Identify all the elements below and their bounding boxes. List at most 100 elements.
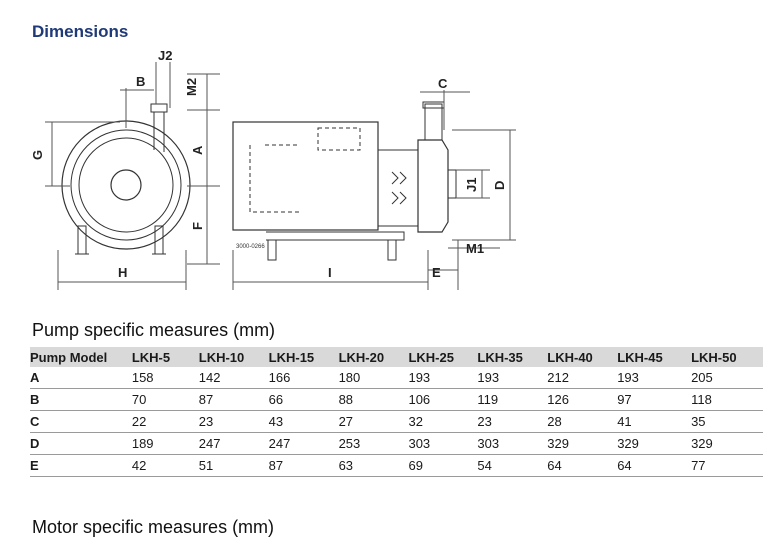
row-label: C <box>30 410 132 433</box>
table-cell: 106 <box>408 388 478 411</box>
table-cell: 303 <box>477 432 548 455</box>
table-cell: 54 <box>477 454 548 477</box>
row-label: A <box>30 367 132 389</box>
table-cell: 28 <box>547 410 618 433</box>
table-row: A 158 142 166 180 193 193 212 193 205 <box>30 367 763 389</box>
table-cell: 22 <box>131 410 199 433</box>
table-cell: 126 <box>547 388 618 411</box>
table-cell: 23 <box>477 410 548 433</box>
col-header: LKH-50 <box>691 347 763 367</box>
label-i: I <box>328 265 332 280</box>
table-row: C 22 23 43 27 32 23 28 41 35 <box>30 410 763 433</box>
col-header: LKH-10 <box>198 347 269 367</box>
table-cell: 142 <box>198 367 269 389</box>
casing-ring-inner <box>78 137 174 233</box>
table-header-row: Pump Model LKH-5 LKH-10 LKH-15 LKH-20 LK… <box>30 347 763 367</box>
table-cell: 63 <box>338 454 409 477</box>
pump-head <box>417 139 449 233</box>
col-header: LKH-20 <box>338 347 409 367</box>
table-cell: 77 <box>691 454 763 477</box>
col-header: LKH-35 <box>477 347 548 367</box>
table-cell: 41 <box>617 410 692 433</box>
label-f: F <box>190 222 205 230</box>
col-header: LKH-15 <box>268 347 339 367</box>
table-cell: 43 <box>268 410 339 433</box>
terminal-box <box>317 127 361 151</box>
col-header: Pump Model <box>30 347 132 367</box>
table-cell: 193 <box>617 367 692 389</box>
table-cell: 69 <box>408 454 478 477</box>
table-cell: 118 <box>691 388 763 411</box>
leg-front <box>267 239 277 261</box>
table-cell: 180 <box>338 367 409 389</box>
casing-ring <box>70 129 182 241</box>
label-h: H <box>118 265 127 280</box>
table-cell: 64 <box>547 454 618 477</box>
table-cell: 70 <box>131 388 199 411</box>
motor-fins <box>249 144 300 213</box>
table-cell: 303 <box>408 432 478 455</box>
next-section-title: Motor specific measures (mm) <box>32 517 275 537</box>
pump-dimension-drawing: B J2 M2 G A F H C D J1 M1 E I 3000-0266 <box>30 48 516 290</box>
table-cell: 158 <box>131 367 199 389</box>
label-e: E <box>432 265 441 280</box>
col-header: LKH-40 <box>547 347 618 367</box>
table-cell: 193 <box>477 367 548 389</box>
foot-left <box>77 225 87 255</box>
label-c: C <box>438 76 448 91</box>
outlet-pipe <box>153 112 165 152</box>
table-cell: 253 <box>338 432 409 455</box>
part-number: 3000-0266 <box>236 244 265 250</box>
table-cell: 64 <box>617 454 692 477</box>
casing-outer <box>61 120 191 250</box>
label-d: D <box>492 181 507 190</box>
impeller-hub <box>110 169 142 201</box>
table-cell: 329 <box>547 432 618 455</box>
table-cell: 27 <box>338 410 409 433</box>
outlet-flange <box>150 103 168 113</box>
table-cell: 329 <box>691 432 763 455</box>
table-cell: 247 <box>198 432 269 455</box>
label-a: A <box>190 145 205 155</box>
label-b: B <box>136 74 145 89</box>
table-cell: 87 <box>268 454 339 477</box>
table-cell: 119 <box>477 388 548 411</box>
table-cell: 23 <box>198 410 269 433</box>
table-cell: 51 <box>198 454 269 477</box>
col-header: LKH-5 <box>131 347 199 367</box>
table-row: E 42 51 87 63 69 54 64 64 77 <box>30 454 763 477</box>
col-header: LKH-45 <box>617 347 692 367</box>
table-cell: 97 <box>617 388 692 411</box>
table-cell: 35 <box>691 410 763 433</box>
table-cell: 42 <box>131 454 199 477</box>
label-g: G <box>30 150 45 160</box>
pump-measures-table: Pump Model LKH-5 LKH-10 LKH-15 LKH-20 LK… <box>30 347 763 477</box>
row-label: E <box>30 454 132 477</box>
inlet-stub <box>447 169 457 199</box>
table-row: B 70 87 66 88 106 119 126 97 118 <box>30 388 763 411</box>
col-header: LKH-25 <box>408 347 478 367</box>
table-cell: 212 <box>547 367 618 389</box>
label-m2: M2 <box>184 78 199 96</box>
table-cell: 166 <box>268 367 339 389</box>
table-cell: 32 <box>408 410 478 433</box>
leg-rear <box>387 239 397 261</box>
row-label: B <box>30 388 132 411</box>
table-cell: 66 <box>268 388 339 411</box>
table-row: D 189 247 247 253 303 303 329 329 329 <box>30 432 763 455</box>
table-cell: 247 <box>268 432 339 455</box>
table-cell: 88 <box>338 388 409 411</box>
table-cell: 189 <box>131 432 199 455</box>
label-j1: J1 <box>464 178 479 192</box>
table-cell: 205 <box>691 367 763 389</box>
section-title: Dimensions <box>32 22 129 41</box>
motor-body <box>232 121 379 231</box>
label-j2: J2 <box>158 48 172 63</box>
table-title: Pump specific measures (mm) <box>32 320 276 340</box>
side-outlet <box>424 103 443 141</box>
adapter <box>377 149 419 227</box>
row-label: D <box>30 432 132 455</box>
table-cell: 87 <box>198 388 269 411</box>
table-cell: 193 <box>408 367 478 389</box>
table-cell: 329 <box>617 432 692 455</box>
